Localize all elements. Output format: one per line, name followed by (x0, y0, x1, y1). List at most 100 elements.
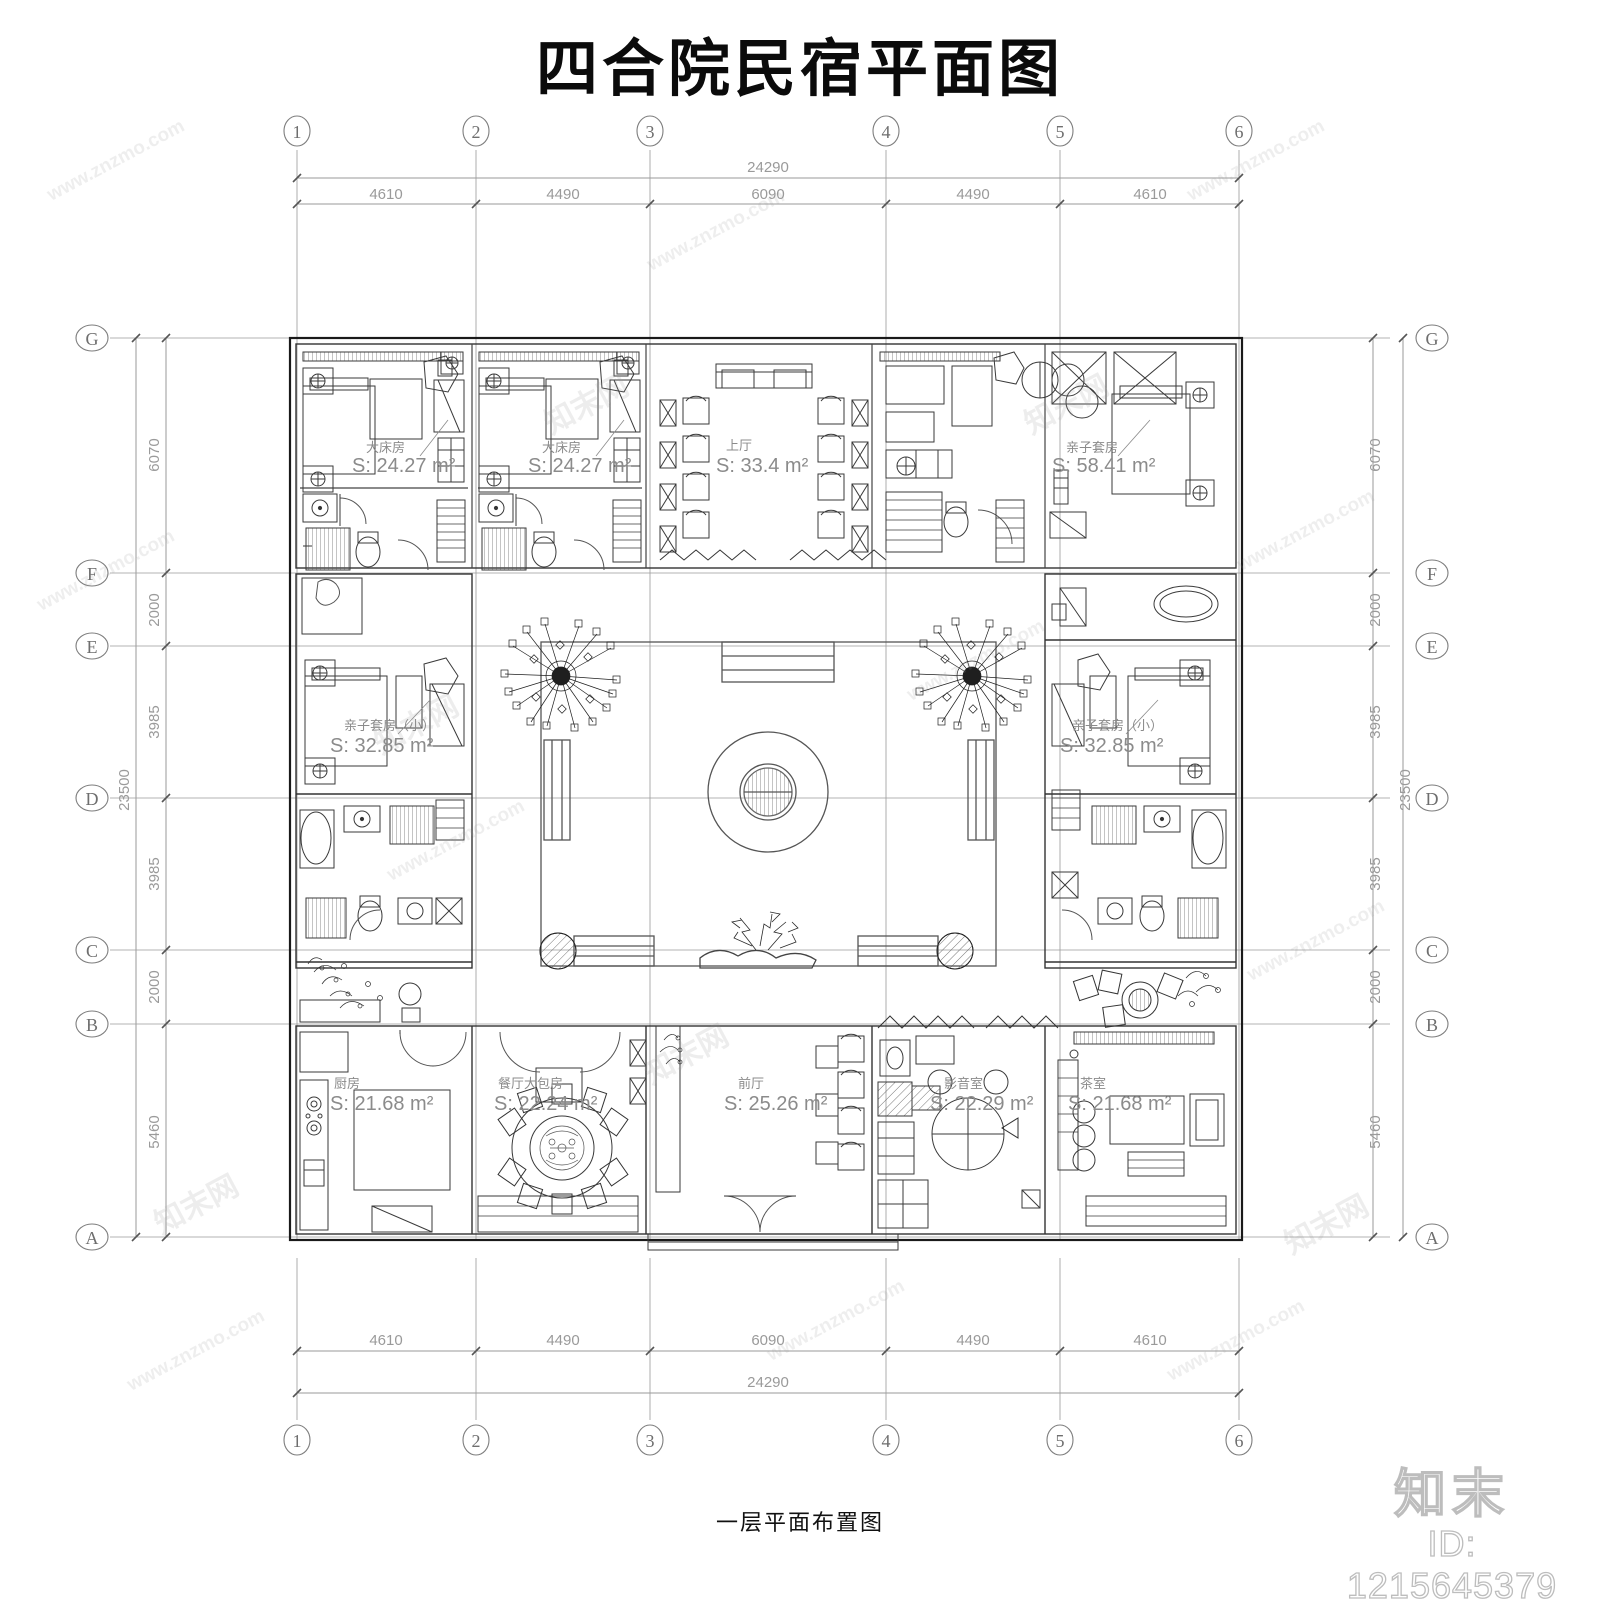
north-wing (295, 343, 1237, 569)
dim-span: 2000 (146, 593, 163, 626)
dim-span: 6090 (751, 1332, 784, 1349)
grid-col-label: 4 (882, 1431, 891, 1451)
bedroom-1-furniture (302, 351, 465, 493)
west-wing (295, 573, 473, 969)
dim-span: 4490 (956, 186, 989, 203)
room-area: S: 33.4 m² (716, 455, 809, 477)
room-label-east-suite: 亲子套房（小） S: 32.85 m² (1060, 718, 1164, 757)
ne-suite-furniture (879, 351, 1215, 563)
east-wing (1044, 573, 1237, 969)
room-area: S: 24.27 m² (528, 455, 632, 477)
room-name: 亲子套房（小） (344, 718, 435, 733)
grid-row-label: C (1426, 941, 1438, 961)
dim-span: 4610 (369, 186, 402, 203)
bathroom-1-fixtures (302, 493, 466, 571)
grid-row-label: E (1427, 637, 1438, 657)
dim-total-right: 23500 (1397, 769, 1414, 811)
dimension-chain-left (131, 333, 171, 1242)
front-hall-furniture (647, 1025, 899, 1251)
site-logo-block: 知末 ID: 1215645379 (1322, 1467, 1582, 1607)
bedroom-2-furniture (478, 351, 642, 571)
room-name: 前厅 (738, 1076, 764, 1091)
grid-bubbles-bottom: 1 2 3 4 5 6 (283, 1424, 1253, 1456)
room-label-front-hall: 前厅 S: 25.26 m² (724, 1076, 828, 1115)
dim-span: 6070 (1367, 438, 1384, 471)
dim-span: 4490 (956, 1332, 989, 1349)
dining-room-furniture (477, 1031, 647, 1233)
grid-row-label: A (1426, 1228, 1439, 1248)
grid-bubbles-left: G F E D C B A (75, 324, 109, 1251)
grid-col-label: 2 (472, 122, 481, 142)
grid-col-label: 5 (1056, 1431, 1065, 1451)
room-name: 厨房 (334, 1076, 360, 1091)
room-label-upper-hall: 上厅 S: 33.4 m² (716, 438, 809, 477)
room-name: 茶室 (1080, 1076, 1106, 1091)
grid-col-label: 1 (293, 122, 302, 142)
grid-row-label: D (86, 789, 99, 809)
grid-col-label: 5 (1056, 122, 1065, 142)
room-area: S: 24.27 m² (352, 455, 456, 477)
courtyard (540, 641, 997, 969)
grid-col-label: 4 (882, 122, 891, 142)
courtyard-tree-nw (500, 617, 621, 732)
dimension-chain-top (292, 173, 1244, 209)
grid-col-label: 3 (646, 1431, 655, 1451)
room-name: 亲子套房（小） (1072, 718, 1163, 733)
grid-row-label: G (86, 329, 99, 349)
grid-col-label: 6 (1235, 122, 1244, 142)
dimension-text-top: 24290 4610 4490 6090 4490 4610 (369, 159, 1166, 203)
grid-col-label: 6 (1235, 1431, 1244, 1451)
south-wing (295, 1025, 1237, 1235)
grid-row-label: A (86, 1228, 99, 1248)
dim-span: 4610 (1133, 1332, 1166, 1349)
grid-row-label: B (1426, 1015, 1438, 1035)
dim-span: 6090 (751, 186, 784, 203)
drawing-caption: 一层平面布置图 (715, 1511, 884, 1536)
tea-room-furniture (1057, 1031, 1227, 1227)
dim-span: 4490 (546, 186, 579, 203)
room-name: 大床房 (542, 440, 581, 455)
courtyard-shrub-sw (539, 932, 577, 970)
room-label-tea-room: 茶室 S: 21.68 m² (1068, 1076, 1172, 1115)
dimension-text-bottom: 4610 4490 6090 4490 4610 24290 (369, 1332, 1166, 1391)
room-area: S: 32.85 m² (330, 735, 434, 757)
grid-col-label: 3 (646, 122, 655, 142)
grid-row-label: F (1427, 564, 1437, 584)
dim-span: 5460 (146, 1115, 163, 1148)
dim-total-bottom: 24290 (747, 1374, 789, 1391)
room-label-bed-2: 大床房 S: 24.27 m² (528, 440, 632, 477)
room-label-av-room: 影音室 S: 22.29 m² (930, 1076, 1034, 1115)
grid-row-label: F (87, 564, 97, 584)
dim-span: 2000 (1367, 593, 1384, 626)
grid-col-label: 1 (293, 1431, 302, 1451)
room-name: 大床房 (366, 440, 405, 455)
room-label-bed-1: 大床房 S: 24.27 m² (352, 440, 456, 477)
room-name: 上厅 (726, 438, 752, 453)
room-area: S: 21.68 m² (330, 1093, 434, 1115)
courtyard-tree-ne (911, 617, 1032, 732)
room-area: S: 32.85 m² (1060, 735, 1164, 757)
dim-span: 3985 (1367, 705, 1384, 738)
dim-span: 4610 (1133, 186, 1166, 203)
dim-span: 3985 (146, 705, 163, 738)
dim-span: 4610 (369, 1332, 402, 1349)
dimension-chain-right (1368, 333, 1408, 1242)
drawing-title: 四合院民宿平面图 (535, 32, 1064, 105)
dim-span: 5460 (1367, 1115, 1384, 1148)
dim-span: 3985 (1367, 857, 1384, 890)
courtyard-shrub-se (936, 932, 974, 970)
grid-bubbles-top: 1 2 3 4 5 6 (283, 115, 1253, 147)
room-label-west-suite: 亲子套房（小） S: 32.85 m² (330, 718, 435, 757)
room-label-dining: 餐厅大包房 S: 22.24 m² (494, 1076, 598, 1115)
dimension-text-right: 6070 2000 3985 3985 2000 5460 23500 (1367, 438, 1414, 1148)
dim-span: 2000 (146, 970, 163, 1003)
dim-span: 4490 (546, 1332, 579, 1349)
room-area: S: 22.24 m² (494, 1093, 598, 1115)
grid-row-label: B (86, 1015, 98, 1035)
drawing-id: ID: 1215645379 (1346, 1522, 1558, 1606)
west-suite-furniture (299, 577, 465, 1023)
dim-span: 6070 (146, 438, 163, 471)
room-labels: 大床房 S: 24.27 m² 大床房 S: 24.27 m² 上厅 S: 33… (330, 438, 1172, 1115)
